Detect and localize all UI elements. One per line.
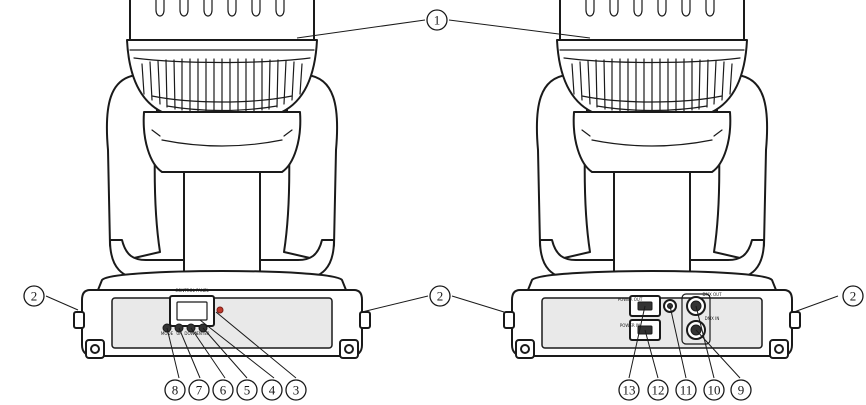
fixture-rear [503, 0, 801, 359]
callout-5: 5 [236, 379, 258, 401]
svg-text:11: 11 [680, 383, 693, 398]
button-down-label: DOWN [184, 331, 197, 336]
receiver-indicator [216, 306, 224, 314]
svg-text:3: 3 [293, 383, 300, 398]
button-enter-label: ENTER [196, 331, 209, 336]
callout-3: 3 [285, 379, 307, 401]
svg-text:2: 2 [31, 289, 38, 304]
callout-7: 7 [188, 379, 210, 401]
svg-text:8: 8 [172, 383, 179, 398]
callout-12: 12 [647, 379, 669, 401]
svg-text:2: 2 [850, 289, 857, 304]
callout-11: 11 [675, 379, 697, 401]
svg-text:10: 10 [708, 383, 721, 398]
callout-4: 4 [261, 379, 283, 401]
fixture-front: CONTROL PANEL [73, 0, 371, 359]
button-mode-label: MODE [161, 331, 174, 336]
callout-2-left: 2 [23, 285, 45, 307]
callout-2-middle: 2 [429, 285, 451, 307]
callout-8: 8 [164, 379, 186, 401]
rear-panel-labels: POWER OUT POWER IN DMX OUT DMX IN [618, 292, 722, 328]
control-panel-label: CONTROL PANEL [175, 288, 209, 293]
dmx-in-label: DMX IN [705, 316, 720, 321]
svg-text:5: 5 [244, 383, 251, 398]
power-in-label: POWER IN [620, 323, 640, 328]
front-button-labels: MODE UP DOWN ENTER [161, 331, 210, 336]
svg-text:1: 1 [434, 13, 441, 28]
callout-2-right: 2 [842, 285, 864, 307]
svg-text:12: 12 [652, 383, 665, 398]
svg-text:4: 4 [269, 383, 276, 398]
callouts: 1 2 2 2 3 4 5 6 7 8 9 10 11 12 13 [23, 9, 864, 401]
svg-text:13: 13 [623, 383, 636, 398]
leader-lines [45, 19, 839, 379]
callout-9: 9 [730, 379, 752, 401]
svg-text:6: 6 [220, 383, 227, 398]
button-up-label: UP [176, 331, 182, 336]
callout-10: 10 [703, 379, 725, 401]
svg-text:7: 7 [196, 383, 203, 398]
callout-13: 13 [618, 379, 640, 401]
svg-text:2: 2 [437, 289, 444, 304]
power-out-label: POWER OUT [618, 297, 643, 302]
dmx-out-label: DMX OUT [702, 292, 722, 297]
callout-6: 6 [212, 379, 234, 401]
callout-1: 1 [426, 9, 448, 31]
svg-text:9: 9 [738, 383, 745, 398]
